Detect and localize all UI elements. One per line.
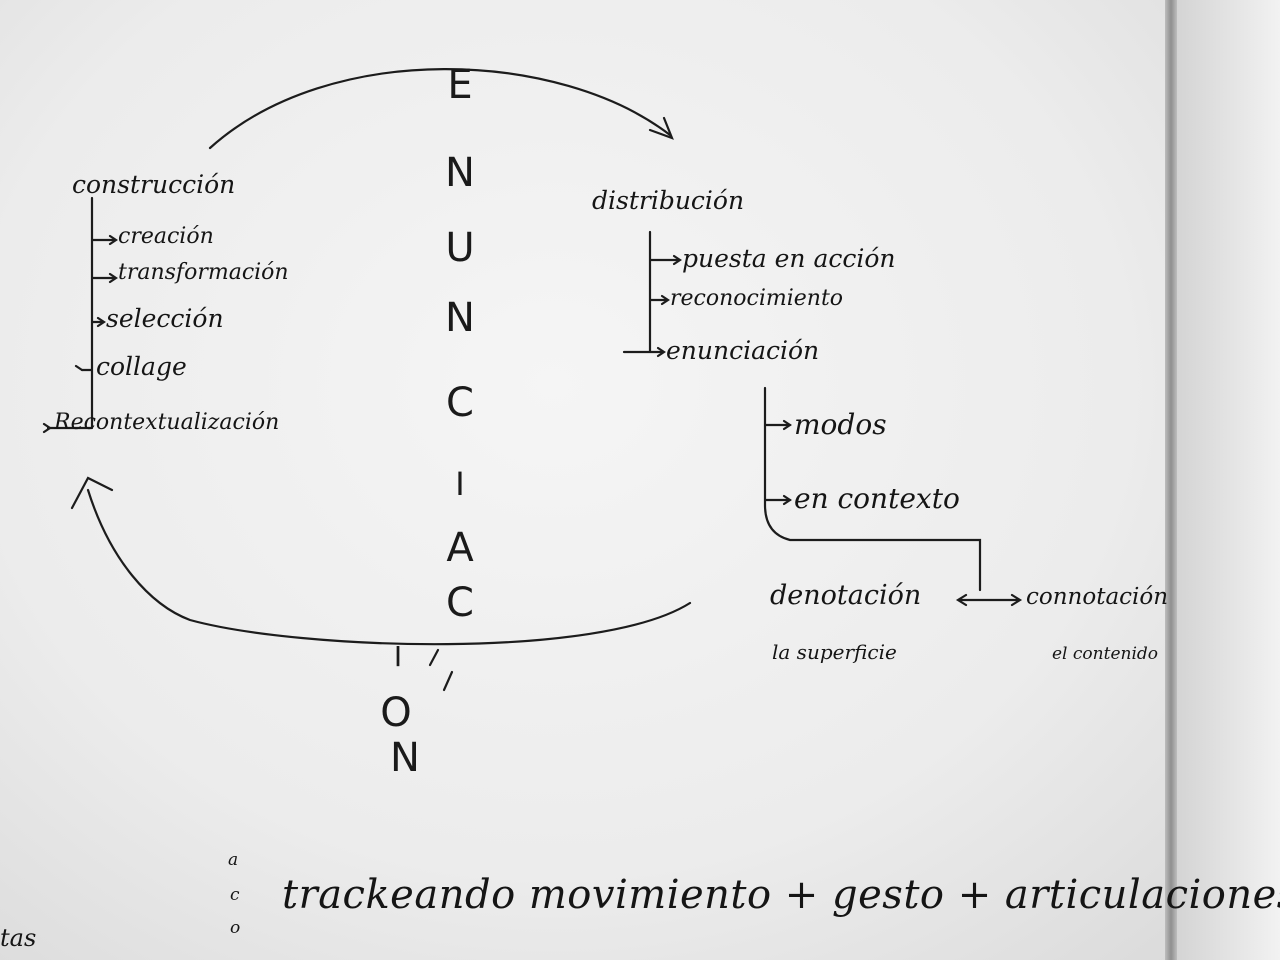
bottom-note: trackeando movimiento + gesto + articula…: [282, 872, 1280, 918]
sketchbook-page: [0, 0, 1230, 960]
connotation-label: connotación: [1026, 584, 1169, 610]
right-branch-item: reconocimiento: [670, 286, 844, 311]
margin-letter: c: [230, 885, 240, 905]
top-arc-arrow: [208, 68, 672, 150]
denotation-label: denotación: [770, 580, 922, 611]
vertical-letter: E: [447, 62, 473, 108]
double-arrow: [955, 593, 1023, 607]
vertical-letter: N: [445, 295, 475, 341]
vertical-letter: C: [446, 380, 474, 426]
left-branch-item: Recontextualización: [54, 410, 280, 435]
sub-branch-item: modos: [794, 408, 887, 441]
denotation-note: la superficie: [772, 640, 897, 664]
margin-letter: o: [230, 918, 241, 938]
left-branch-item: transformación: [118, 260, 289, 285]
facing-page-edge: [1177, 0, 1280, 960]
bottom-arc-arrow: [86, 488, 692, 646]
connotation-note: el contenido: [1052, 644, 1159, 664]
sub-branch-item: en contexto: [794, 482, 960, 515]
vertical-letter: I: [455, 465, 465, 503]
left-branch-item: collage: [96, 352, 187, 381]
margin-letter: a: [228, 850, 239, 870]
right-branch-item: puesta en acción: [682, 244, 896, 273]
vertical-letter: N: [390, 735, 420, 781]
corner-text: tas: [0, 924, 37, 952]
left-branch-title: construcción: [72, 170, 236, 199]
vertical-letter: N: [445, 150, 475, 196]
bottom-arc-arrowhead: [70, 476, 114, 510]
left-bracket: [46, 196, 116, 430]
vertical-letter: I: [393, 640, 403, 673]
vertical-letter: U: [445, 225, 475, 271]
right-branch-item: enunciación: [666, 336, 820, 365]
vertical-letter: O: [380, 690, 412, 736]
left-branch-item: creación: [118, 224, 214, 249]
right-bracket: [622, 230, 680, 354]
top-arc-arrowhead: [648, 116, 674, 140]
right-branch-title: distribución: [592, 186, 745, 215]
vertical-letter: A: [446, 525, 474, 571]
page-gutter: [1165, 0, 1177, 960]
sub-bracket: [763, 386, 982, 592]
left-branch-item: selección: [106, 304, 224, 333]
vertical-letter: C: [446, 580, 474, 626]
